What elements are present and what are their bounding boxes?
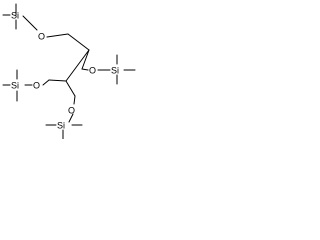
bond-backbone-ch2-left xyxy=(48,79,67,82)
bonds xyxy=(2,3,136,139)
silicon-label-left: Si xyxy=(11,80,19,90)
oxygen-label-right: O xyxy=(89,65,96,75)
bond-o-top-ch2 xyxy=(46,33,69,38)
bond-si-top-o xyxy=(22,15,38,31)
oxygen-label-bottom: O xyxy=(68,105,75,115)
silicon-label-bottom: Si xyxy=(57,120,65,130)
atom-labels: Si O O Si Si O O Si xyxy=(11,10,119,130)
silicon-label-right: Si xyxy=(111,65,119,75)
bond-ch2-left-o xyxy=(42,79,50,86)
bond-backbone-ch2-bottom xyxy=(65,80,76,97)
chemical-structure-diagram: Si O O Si Si O O Si xyxy=(2,3,136,139)
bond-backbone-center xyxy=(65,49,90,82)
bond-backbone-ch2-right xyxy=(81,49,90,70)
bond-ch2-top-backbone xyxy=(67,33,90,51)
bond-ch2-bottom-o xyxy=(73,95,76,105)
bond-ch2-right-o xyxy=(81,68,89,71)
silicon-label-top: Si xyxy=(11,10,19,20)
bond-o-bottom-si xyxy=(68,113,74,123)
oxygen-label-top: O xyxy=(38,31,45,41)
oxygen-label-left: O xyxy=(33,80,40,90)
